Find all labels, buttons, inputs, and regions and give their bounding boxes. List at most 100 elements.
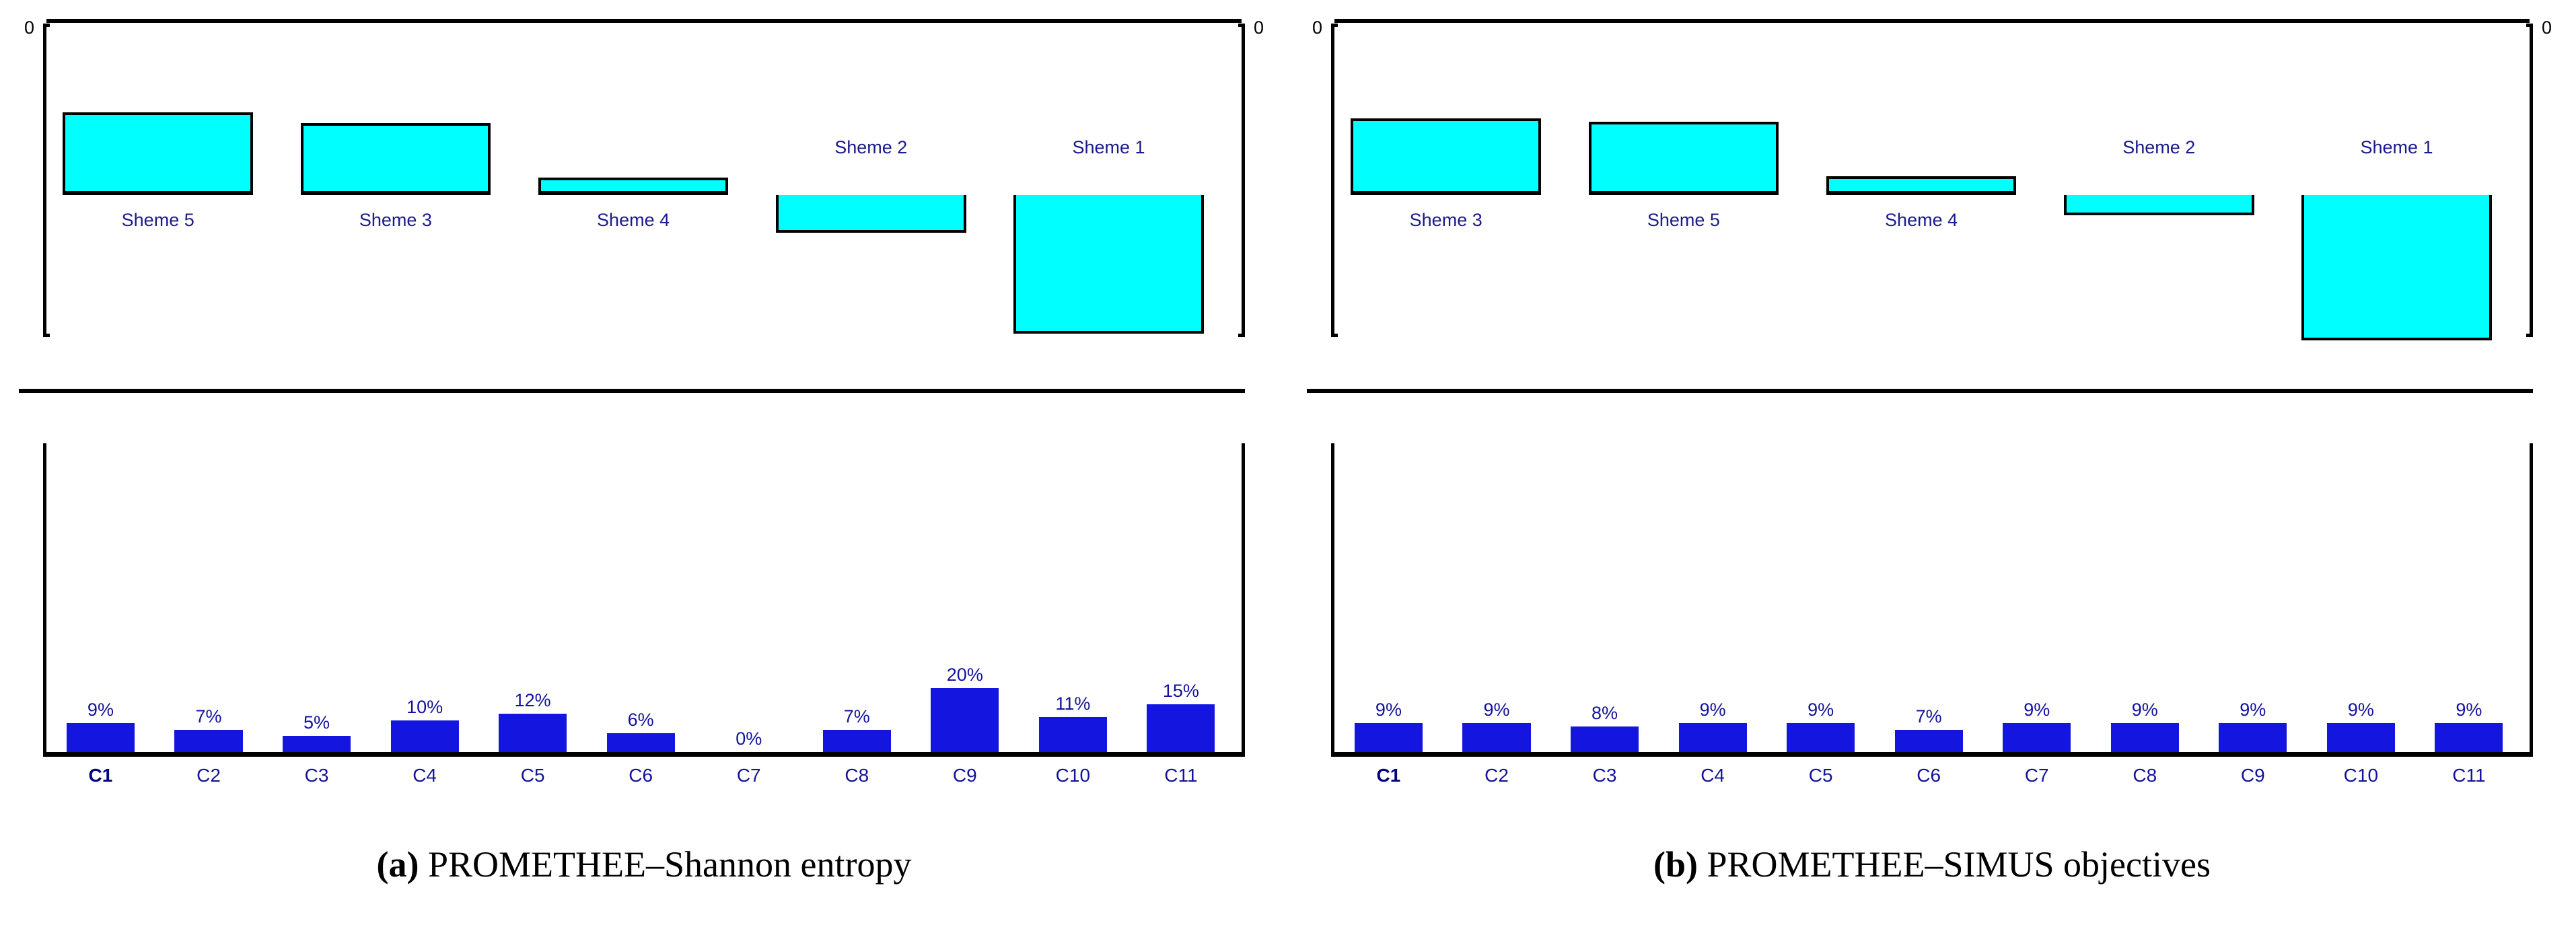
weight-bar[interactable] bbox=[1787, 723, 1855, 752]
net-flow-bar[interactable] bbox=[1351, 118, 1541, 195]
net-flow-bar[interactable] bbox=[2064, 195, 2254, 216]
net-flow-bars-b: Sheme 3 Sheme 5 Sheme 4 Sheme 2 Sheme 1 bbox=[1338, 19, 2526, 342]
weight-category-label: C11 bbox=[2452, 765, 2486, 786]
weight-bar-value-label: 9% bbox=[2024, 700, 2050, 720]
zero-tick-label-left: 0 bbox=[1312, 17, 1323, 38]
weight-bar-group: 9%C9 bbox=[2219, 441, 2287, 786]
net-flow-bar[interactable] bbox=[63, 112, 253, 195]
panel-caption-b: (b) PROMETHEE–SIMUS objectives bbox=[1288, 844, 2576, 885]
net-flow-bar[interactable] bbox=[776, 195, 966, 233]
net-flow-bar-label: Sheme 4 bbox=[1885, 210, 1958, 230]
y-axis-right-spine bbox=[1238, 24, 1245, 337]
weight-category-label: C6 bbox=[1917, 765, 1941, 786]
weight-bar-group: 10%C4 bbox=[390, 441, 459, 786]
weight-bar-value-label: 9% bbox=[87, 700, 114, 720]
net-flow-bar-group: Sheme 5 bbox=[1588, 19, 1779, 342]
weight-bar-group: 9%C10 bbox=[2326, 441, 2395, 786]
weight-bar-group: 9% C11 bbox=[2435, 441, 2503, 786]
net-flow-bar-label: Sheme 1 bbox=[2360, 137, 2433, 157]
weight-bar-value-label: 9% bbox=[2456, 700, 2482, 720]
net-flow-bar-label: Sheme 2 bbox=[834, 137, 908, 157]
weight-bar-value-label: 15% bbox=[1162, 680, 1199, 701]
weight-bar[interactable] bbox=[2110, 723, 2179, 752]
weight-axis-right-spine bbox=[2530, 443, 2533, 753]
weight-bar[interactable] bbox=[1678, 723, 1747, 752]
weight-bar[interactable] bbox=[931, 688, 999, 752]
weight-bar[interactable] bbox=[1147, 704, 1215, 752]
weight-axis-left-spine bbox=[1331, 443, 1334, 753]
weight-bar[interactable] bbox=[606, 733, 675, 752]
weight-bar-value-label: 7% bbox=[195, 706, 222, 726]
weight-category-label: C5 bbox=[1808, 765, 1833, 786]
weight-bar-group: 12%C5 bbox=[499, 441, 567, 786]
zero-tick-label-right: 0 bbox=[2541, 17, 2552, 38]
zero-tick-label-right: 0 bbox=[1253, 17, 1264, 38]
weight-bar-group: 9% C7 bbox=[2003, 441, 2071, 786]
net-flow-bar-label: Sheme 3 bbox=[1409, 210, 1482, 230]
weight-bar-value-label: 9% bbox=[2240, 700, 2266, 720]
weight-bar-value-label: 8% bbox=[1591, 703, 1618, 723]
net-flow-bar[interactable] bbox=[538, 178, 729, 195]
weight-bar[interactable] bbox=[2219, 723, 2287, 752]
panel-divider-rule-b bbox=[1307, 389, 2533, 393]
weight-category-label: C7 bbox=[2024, 765, 2049, 786]
weight-bar-group: 5% C3 bbox=[282, 441, 351, 786]
weight-bar[interactable] bbox=[66, 723, 135, 752]
net-flow-bar[interactable] bbox=[300, 123, 491, 195]
weight-bar[interactable] bbox=[282, 736, 351, 752]
weight-bar-value-label: 9% bbox=[1375, 700, 1402, 720]
y-axis-right-spine bbox=[2526, 24, 2533, 337]
weight-bar[interactable] bbox=[1570, 726, 1639, 752]
net-flow-bar-label: Sheme 4 bbox=[597, 210, 670, 230]
net-flow-bar[interactable] bbox=[1013, 195, 1204, 334]
weight-bar-value-label: 20% bbox=[946, 665, 983, 685]
weight-bar-group: 0%C7 bbox=[715, 441, 783, 786]
net-flow-plot-b: 0 0 Sheme 3 Sheme 5 Sheme 4 Sheme 2 Sheme 1 bbox=[1307, 19, 2557, 342]
net-flow-bar-group: Sheme 1 bbox=[2301, 19, 2492, 342]
weight-category-label: C2 bbox=[196, 765, 221, 786]
weight-category-label: C6 bbox=[629, 765, 653, 786]
net-flow-bar-label: Sheme 2 bbox=[2122, 137, 2196, 157]
weight-bar-value-label: 7% bbox=[1915, 706, 1942, 726]
weight-category-label: C4 bbox=[413, 765, 437, 786]
net-flow-bar-group: Sheme 4 bbox=[538, 19, 729, 342]
weight-bar-value-label: 5% bbox=[303, 712, 330, 733]
weight-bar[interactable] bbox=[499, 714, 567, 752]
weight-category-label: C7 bbox=[736, 765, 761, 786]
zero-tick-label-left: 0 bbox=[24, 17, 35, 38]
weight-category-label: C9 bbox=[952, 765, 977, 786]
weight-category-label: C3 bbox=[1592, 765, 1617, 786]
weight-category-label: C3 bbox=[304, 765, 329, 786]
weight-category-label: C11 bbox=[1164, 765, 1198, 786]
weight-bar-group: 20% C9 bbox=[931, 441, 999, 786]
weight-bar-group: 9%C4 bbox=[1678, 441, 1747, 786]
weight-bar[interactable] bbox=[2326, 723, 2395, 752]
weight-bar[interactable] bbox=[390, 720, 459, 752]
weight-bar[interactable] bbox=[2003, 723, 2071, 752]
weight-bar-value-label: 9% bbox=[1808, 700, 1834, 720]
weight-bar-value-label: 9% bbox=[2131, 700, 2158, 720]
weight-axis-left-spine bbox=[43, 443, 46, 753]
net-flow-bar[interactable] bbox=[1826, 176, 2017, 195]
weight-axis-baseline bbox=[1331, 752, 2533, 757]
weight-bar[interactable] bbox=[2435, 723, 2503, 752]
net-flow-bar[interactable] bbox=[1588, 121, 1779, 195]
weight-bar-group: 9% C1 bbox=[1354, 441, 1423, 786]
weight-category-label: C8 bbox=[845, 765, 869, 786]
net-flow-bar[interactable] bbox=[2301, 195, 2492, 340]
weight-category-label: C1 bbox=[1376, 765, 1401, 786]
weight-bar[interactable] bbox=[174, 729, 243, 752]
weight-bar[interactable] bbox=[1894, 729, 1963, 752]
weight-bar-group: 7% C6 bbox=[1894, 441, 1963, 786]
weight-bar[interactable] bbox=[1354, 723, 1423, 752]
net-flow-bar-group: Sheme 5 bbox=[63, 19, 253, 342]
weight-bar[interactable] bbox=[1462, 723, 1531, 752]
weight-category-label: C8 bbox=[2133, 765, 2157, 786]
net-flow-bar-label: Sheme 5 bbox=[1647, 210, 1720, 230]
weight-bar[interactable] bbox=[822, 729, 891, 752]
weight-bar[interactable] bbox=[1038, 716, 1107, 752]
